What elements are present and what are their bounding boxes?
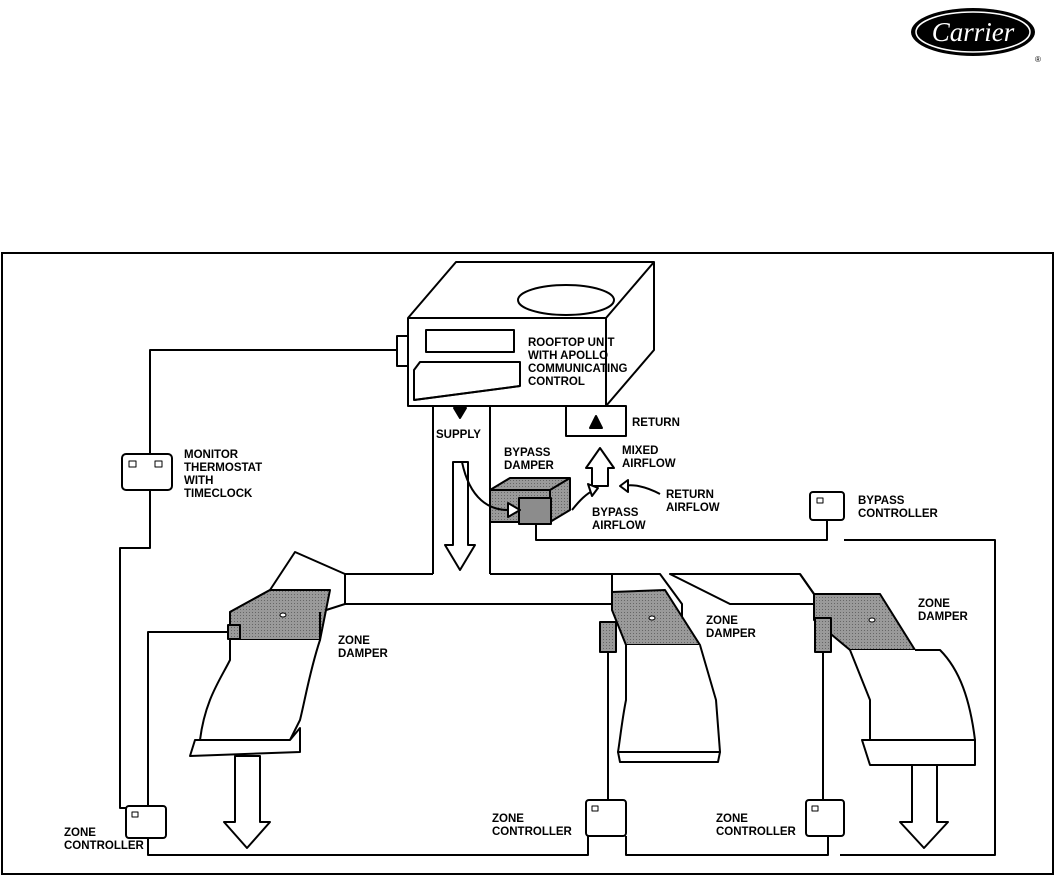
bypass-damper [461,461,571,525]
label-line: ZONE [492,813,524,825]
label-line: CONTROLLER [64,840,145,852]
middle-zone-duct [599,573,721,801]
main-trunk-duct [344,573,613,605]
label-line: ZONE [716,813,748,825]
logo-wordmark: Carrier [932,17,1015,47]
label-line: DAMPER [504,460,555,472]
label-line: ZONE [64,827,96,839]
label-line: DAMPER [706,628,757,640]
zone-controller-right [805,799,845,837]
mixed-airflow-label: MIXED AIRFLOW [622,445,676,470]
label-line: RETURN [666,489,714,501]
monitor-thermostat-label: MONITOR THERMOSTAT WITH TIMECLOCK [184,449,262,500]
label-line: DAMPER [338,648,389,660]
label-line: ZONE [338,635,370,647]
zone-controller-left-label: ZONE CONTROLLER [64,827,145,852]
diagram-border [1,252,1054,875]
supply-label: SUPPLY [436,429,481,441]
return-box [565,405,627,437]
right-zone-duct [669,573,976,849]
rooftop-unit-label: ROOFTOP UNIT WITH APOLLO COMMUNICATING C… [528,337,627,388]
zone-damper-middle-label: ZONE DAMPER [706,615,757,640]
label-line: AIRFLOW [622,458,676,470]
return-label: RETURN [632,417,680,429]
zone-controller-middle-label: ZONE CONTROLLER [492,813,573,838]
label-line: WITH APOLLO [528,350,608,362]
zone-controller-left [125,805,589,856]
rooftop-unit [396,261,655,407]
carrier-logo: Carrier ® [911,8,1041,64]
zone-damper-right-label: ZONE DAMPER [918,598,969,623]
label-line: ZONE [918,598,950,610]
monitor-thermostat [119,349,397,809]
supply-duct [432,406,491,574]
label-line: MONITOR [184,449,239,461]
label-line: CONTROLLER [716,826,797,838]
label-line: MIXED [622,445,658,457]
registered-mark: ® [1035,55,1041,64]
left-zone-duct [147,551,346,849]
label-line: TIMECLOCK [184,488,253,500]
mixed-airflow-arrow [571,447,661,511]
label-line: THERMOSTAT [184,462,262,474]
label-line: BYPASS [858,495,905,507]
label-line: CONTROLLER [858,508,939,520]
label-line: ROOFTOP UNIT [528,337,614,349]
label-line: BYPASS [504,447,551,459]
bypass-controller-label: BYPASS CONTROLLER [858,495,939,520]
label-line: BYPASS [592,507,639,519]
zone-controller-middle [585,799,829,856]
label-line: COMMUNICATING [528,363,627,375]
label-line: CONTROL [528,376,585,388]
label-line: CONTROLLER [492,826,573,838]
return-airflow-label: RETURN AIRFLOW [666,489,720,514]
label-line: ZONE [706,615,738,627]
zone-damper-left-label: ZONE DAMPER [338,635,389,660]
label-line: AIRFLOW [592,520,646,532]
bypass-damper-label: BYPASS DAMPER [504,447,555,472]
label-line: WITH [184,475,213,487]
label-line: AIRFLOW [666,502,720,514]
bypass-airflow-label: BYPASS AIRFLOW [592,507,646,532]
label-line: DAMPER [918,611,969,623]
zone-controller-right-label: ZONE CONTROLLER [716,813,797,838]
bypass-controller [535,491,996,856]
